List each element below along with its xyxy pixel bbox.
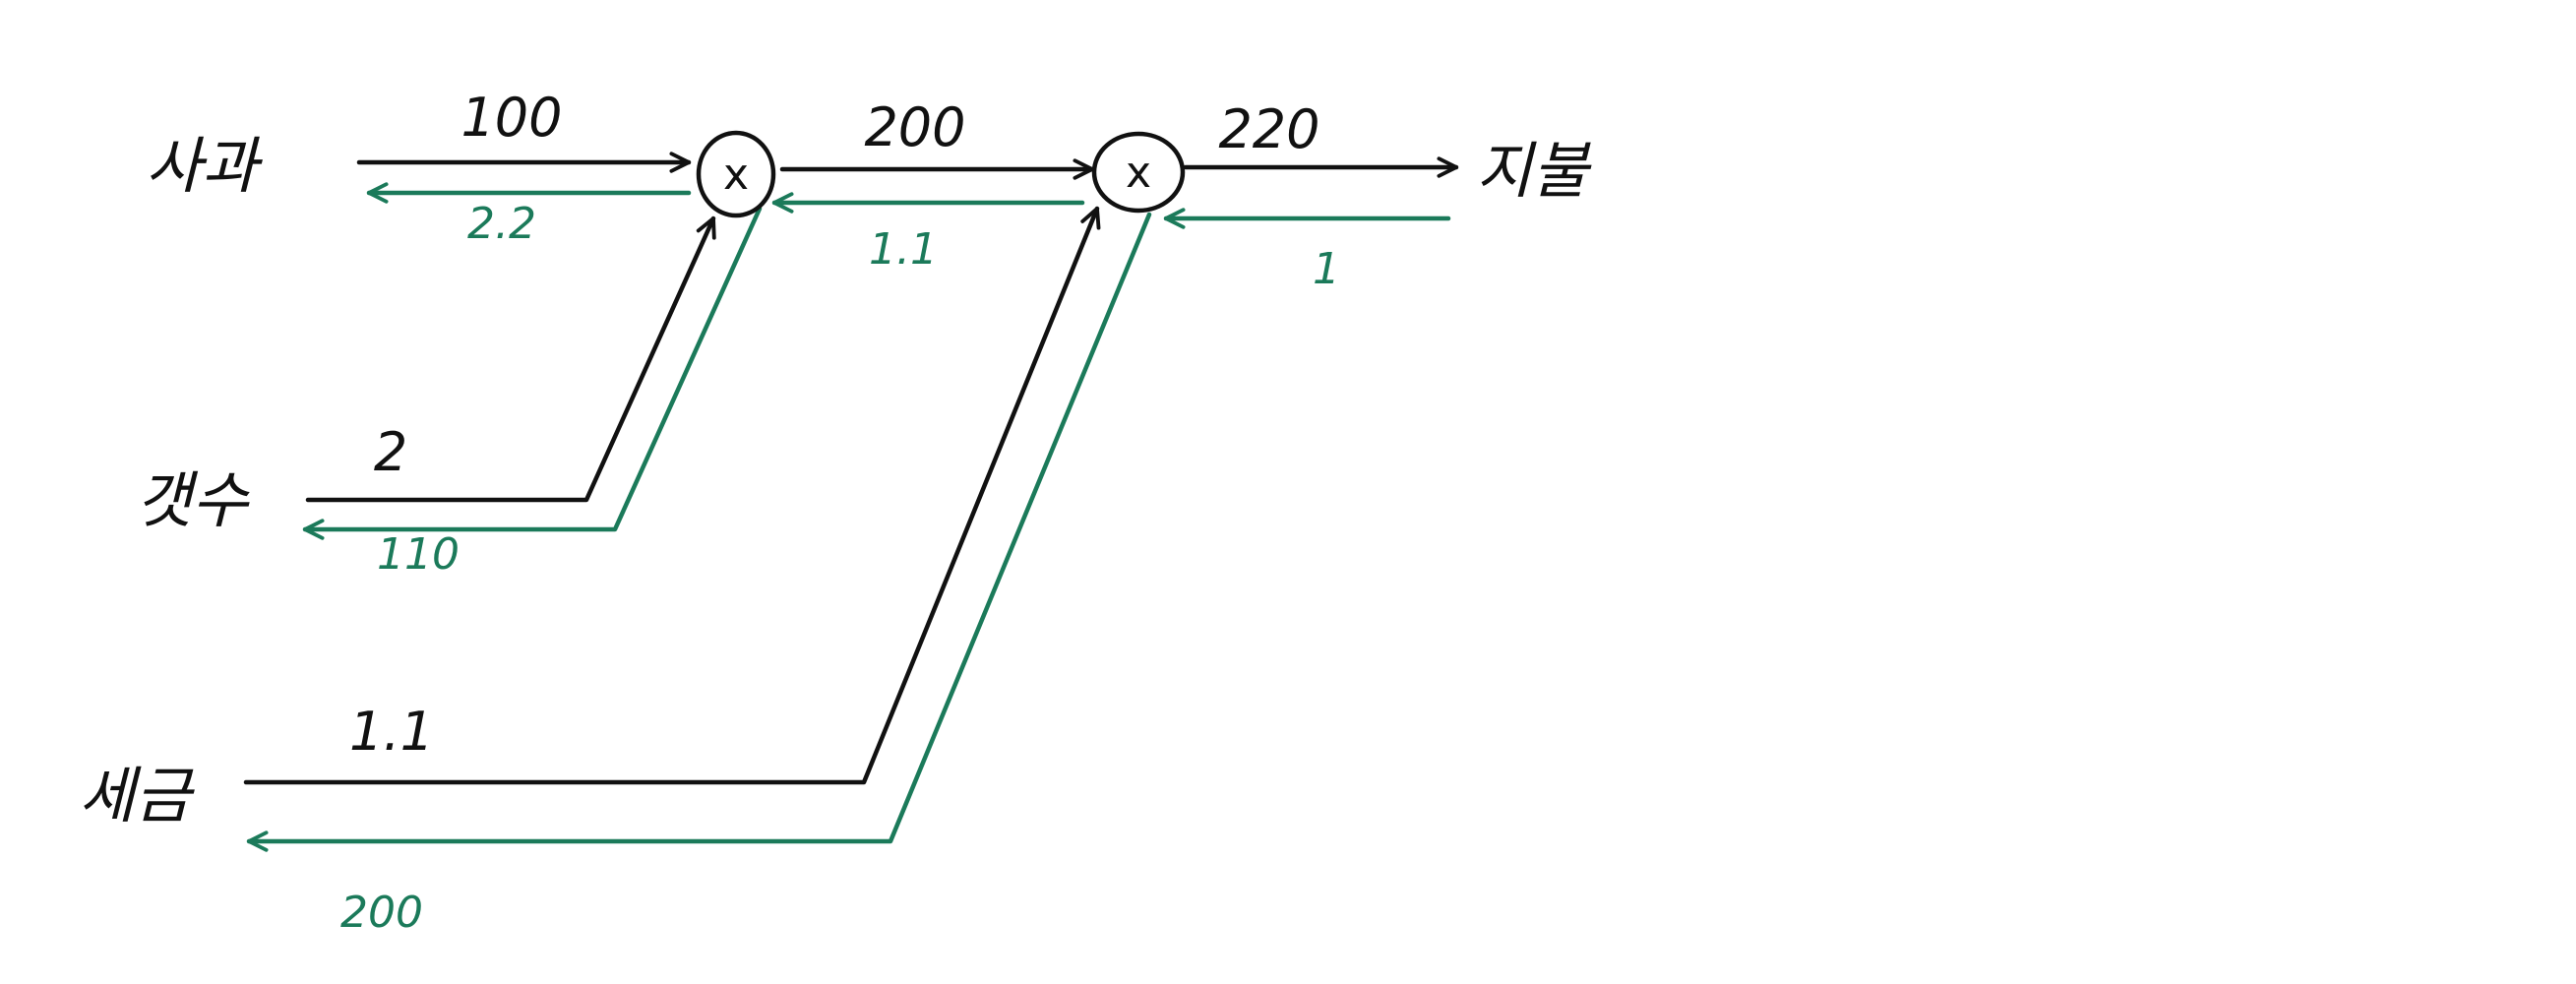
edge-count-to-mul1 [305, 215, 716, 503]
backward-grad-tax: 200 [340, 888, 423, 938]
edge-mul1-to-count-grad [302, 206, 763, 540]
backward-edges [246, 182, 1451, 852]
mul-node-1: x [696, 130, 776, 218]
forward-value-tax: 1.1 [349, 701, 434, 763]
node-label-tax: 세금 [79, 760, 195, 831]
forward-value-mul2-out: 220 [1218, 98, 1319, 160]
forward-edges [243, 152, 1459, 785]
backward-grad-count: 110 [377, 529, 460, 580]
backward-grad-pay: 1 [1313, 244, 1340, 294]
edge-tax-to-mul2 [243, 206, 1101, 785]
node-label-pay: 지불 [1476, 135, 1592, 207]
mul-node-2-symbol: x [1126, 148, 1151, 198]
backward-grad-mul1-out: 1.1 [869, 224, 938, 275]
forward-value-mul1-out: 200 [864, 96, 965, 158]
mul-node-2-circle [1091, 131, 1186, 214]
mul-node-2: x [1091, 131, 1186, 214]
backward-grad-apple: 2.2 [467, 199, 536, 249]
edge-mul2-to-tax-grad [246, 212, 1152, 852]
node-label-count: 갯수 [136, 464, 250, 536]
node-label-apple: 사과 [146, 130, 263, 202]
mul-node-1-symbol: x [723, 150, 749, 200]
forward-value-count: 2 [374, 421, 407, 483]
mul-node-1-circle [696, 130, 776, 218]
forward-value-apple: 100 [460, 87, 562, 149]
